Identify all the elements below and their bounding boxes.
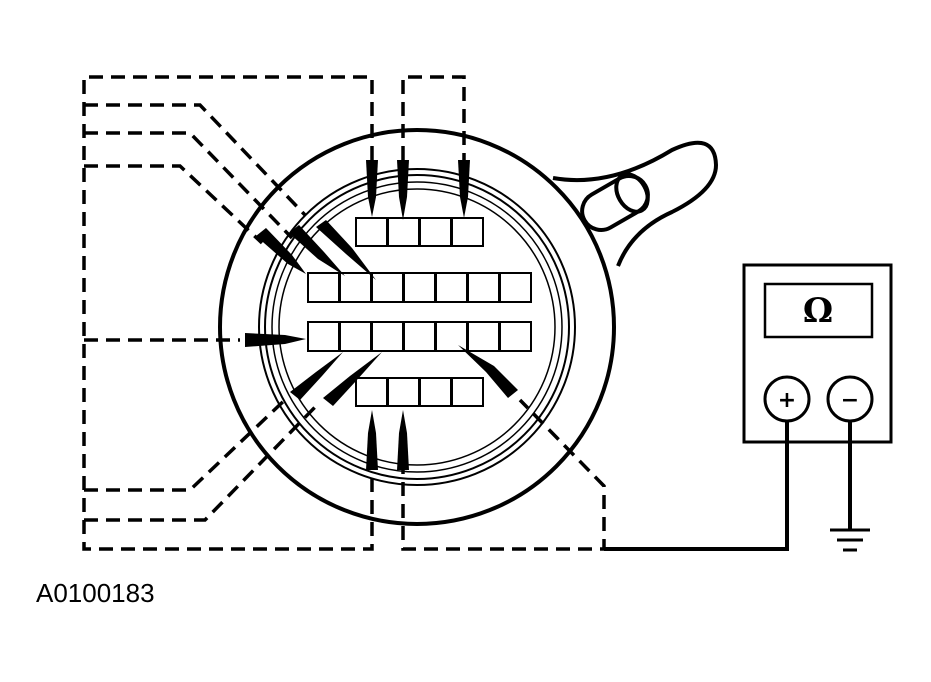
- meter-leads: [604, 421, 852, 551]
- jumper-wire-left-5: [84, 400, 322, 522]
- test-probe-icon: [245, 333, 306, 347]
- pin-cavities: [307, 217, 532, 407]
- jumper-wire-bottom-right: [401, 398, 606, 551]
- test-probe-icon: [458, 345, 518, 398]
- test-probe-icon: [316, 220, 376, 280]
- ohmmeter: Ω + −: [742, 263, 893, 444]
- jumper-wire-left-3: [84, 164, 264, 245]
- test-probe-icon: [366, 160, 378, 217]
- jumper-wire-top-right: [401, 75, 466, 160]
- jumper-wires: [82, 75, 606, 551]
- pin-row-upper-middle: [307, 272, 532, 303]
- pin-row-lower-middle: [307, 321, 532, 352]
- test-probe-icon: [366, 410, 378, 470]
- test-probe-icon: [290, 352, 343, 400]
- test-probe-icon: [289, 225, 345, 276]
- connector-ring-4: [278, 188, 556, 466]
- test-probes: [245, 160, 518, 470]
- pin-row-bottom: [355, 377, 484, 407]
- negative-terminal-label: −: [841, 388, 859, 413]
- figure-reference-id: A0100183: [36, 578, 155, 608]
- ground-symbol-icon: [830, 528, 870, 552]
- connector-ring-1: [258, 168, 576, 486]
- ohmmeter-display: [763, 282, 874, 339]
- jumper-wire-left-4: [84, 395, 290, 492]
- test-probe-icon: [256, 228, 306, 274]
- test-probe-icon: [323, 352, 382, 406]
- connector-outer-shell: [218, 128, 616, 526]
- positive-meter-lead: [604, 421, 789, 551]
- pin-row-top: [355, 217, 484, 247]
- test-probe-icon: [397, 410, 409, 470]
- jumper-wire-outer: [82, 75, 374, 551]
- locking-tab: [552, 140, 719, 267]
- jumper-wire-left-1: [84, 103, 307, 217]
- test-probe-icon: [397, 160, 409, 220]
- ohmmeter-display-symbol: Ω: [803, 291, 833, 331]
- test-probe-icon: [458, 160, 470, 218]
- jumper-wire-left-2: [84, 131, 294, 240]
- connector-ring-2: [264, 174, 570, 480]
- connector-ring-3: [271, 181, 563, 473]
- connector-body: [218, 128, 616, 526]
- positive-terminal-label: +: [778, 388, 796, 413]
